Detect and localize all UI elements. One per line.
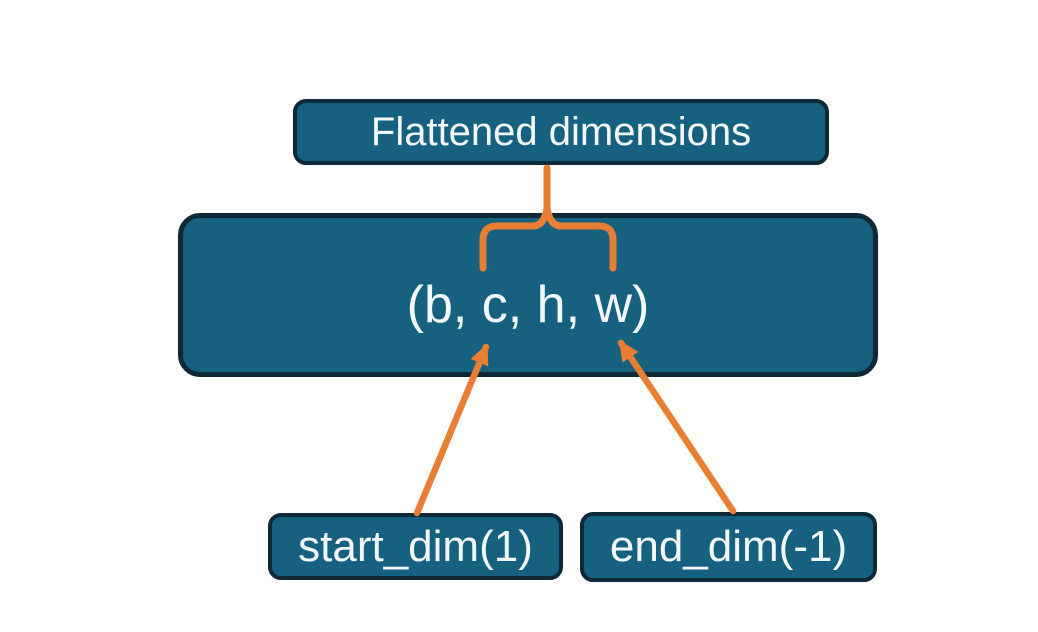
node-flattened-dimensions: Flattened dimensions: [293, 99, 829, 165]
node-tensor-shape: (b, c, h, w): [178, 213, 878, 377]
node-start-dim: start_dim(1): [268, 513, 563, 580]
node-end-dim-label: end_dim(-1): [609, 522, 848, 571]
node-flattened-dimensions-label: Flattened dimensions: [370, 109, 752, 154]
node-start-dim-label: start_dim(1): [298, 521, 533, 571]
node-end-dim: end_dim(-1): [580, 512, 877, 582]
node-tensor-shape-label: (b, c, h, w): [406, 276, 650, 334]
